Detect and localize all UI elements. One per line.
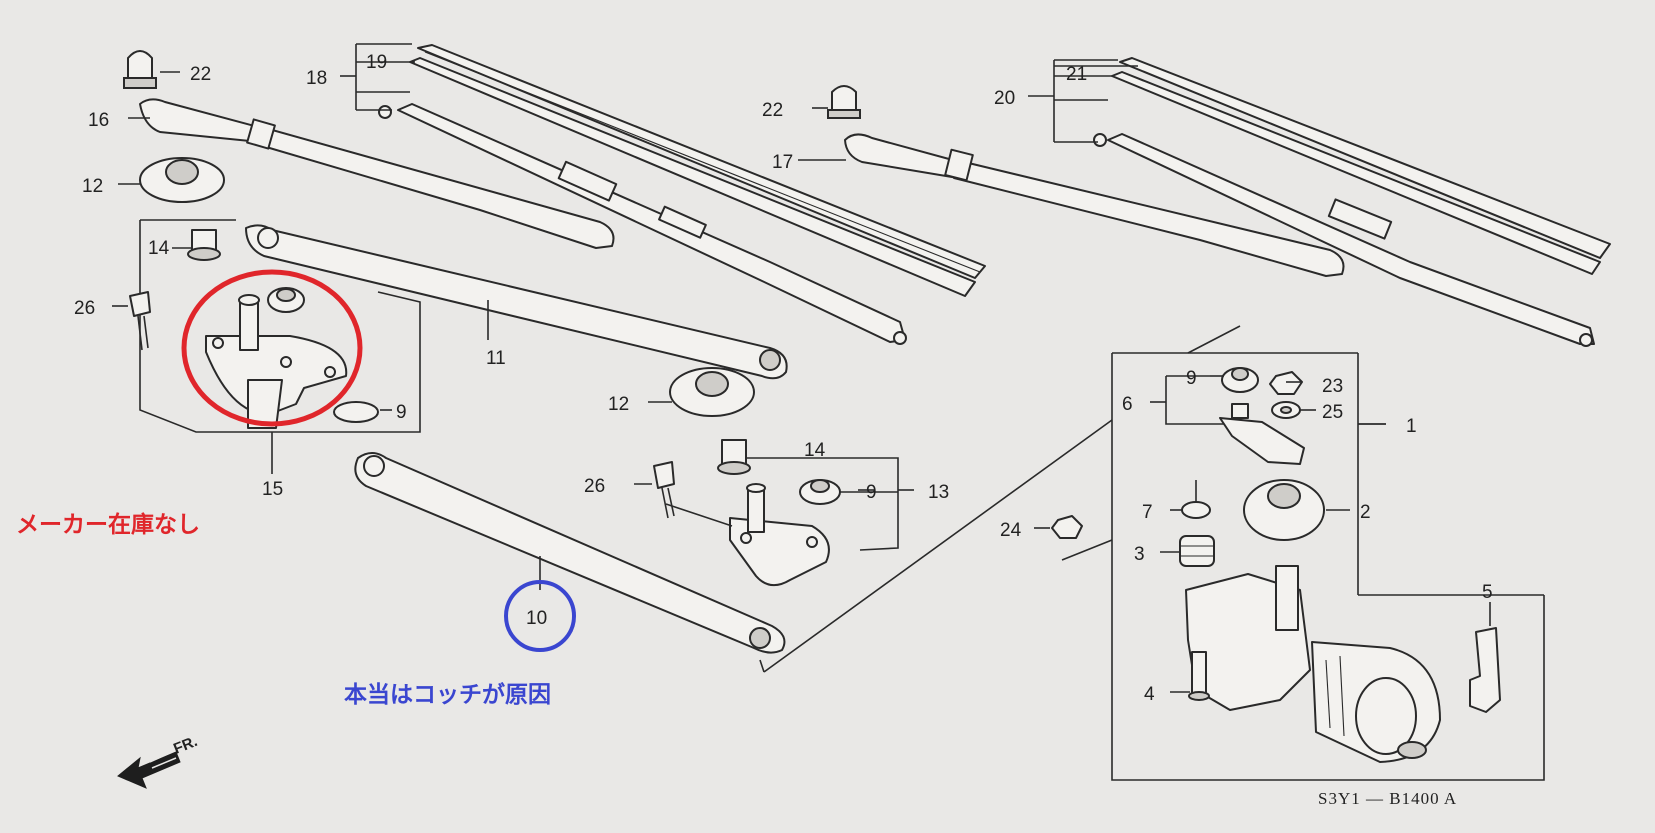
boot-2 — [1243, 479, 1350, 541]
left-wiper-blade — [378, 44, 986, 345]
part-number-1: 1 — [1406, 416, 1417, 437]
cap-22-right — [812, 85, 861, 119]
front-direction-label: FR. — [171, 733, 200, 758]
part-number-26: 26 — [74, 298, 95, 319]
part-number-9: 9 — [866, 482, 877, 503]
part-number-12: 12 — [608, 394, 629, 415]
part-number-19: 19 — [366, 52, 387, 73]
right-wiper-blade — [1093, 57, 1611, 347]
part-number-22: 22 — [762, 100, 783, 121]
bushing-14-mid — [717, 439, 751, 475]
clip-5 — [1469, 602, 1501, 713]
bushing-14-left — [172, 229, 221, 261]
pivot-assembly-15 — [139, 219, 421, 474]
grommet-9-right — [1221, 367, 1259, 393]
nut-23 — [1269, 371, 1303, 395]
part-number-7: 7 — [1142, 502, 1153, 523]
link-rod-11 — [245, 224, 788, 380]
wiper-motor — [1185, 565, 1441, 763]
part-number-10: 10 — [526, 608, 547, 629]
part-number-20: 20 — [994, 88, 1015, 109]
pivot-cap-12-left — [118, 157, 225, 203]
actual-cause-note: 本当はコッチが原因 — [344, 681, 551, 708]
left-wiper-arm — [139, 98, 615, 249]
part-number-13: 13 — [928, 482, 949, 503]
grommet-9-left-a — [267, 287, 305, 313]
part-number-15: 15 — [262, 479, 283, 500]
red-annotation-circle — [181, 269, 363, 427]
bracket-6 — [1150, 375, 1305, 465]
motor-assembly-1 — [759, 325, 1545, 781]
grommet-9-left-b — [333, 401, 392, 423]
part-number-5: 5 — [1482, 582, 1493, 603]
bolt-26-mid — [634, 461, 733, 527]
part-number-18: 18 — [306, 68, 327, 89]
part-number-6: 6 — [1122, 394, 1133, 415]
bolt-26-left — [112, 291, 151, 351]
washer-25 — [1271, 401, 1301, 419]
part-number-25: 25 — [1322, 402, 1343, 423]
grommet-9-mid — [799, 479, 841, 505]
pivot-assembly-13 — [729, 457, 914, 587]
part-number-11: 11 — [486, 348, 506, 369]
link-rod-10 — [354, 452, 786, 654]
nut-24 — [1034, 515, 1083, 539]
part-number-14: 14 — [804, 440, 826, 461]
part-number-12: 12 — [82, 176, 103, 197]
part-number-3: 3 — [1134, 544, 1145, 565]
diagram-code: S3Y1 — B1400 A — [1318, 789, 1457, 808]
front-direction-arrow-icon: FR. — [117, 733, 200, 789]
part-number-23: 23 — [1322, 376, 1343, 397]
callout-leaders — [128, 65, 1386, 491]
washer-7 — [1170, 480, 1211, 519]
part-number-2: 2 — [1360, 502, 1371, 523]
right-wiper-arm — [844, 133, 1345, 277]
part-number-17: 17 — [772, 152, 793, 173]
callout-18-19 — [340, 43, 415, 111]
out-of-stock-note: メーカー在庫なし — [16, 511, 200, 538]
part-number-24: 24 — [1000, 520, 1022, 541]
part-number-4: 4 — [1144, 684, 1155, 705]
cap-22-left — [123, 50, 180, 89]
bolt-4 — [1170, 651, 1210, 701]
bushing-3 — [1160, 535, 1215, 567]
part-number-14: 14 — [148, 238, 170, 259]
part-number-22: 22 — [190, 64, 211, 85]
pivot-cap-12-mid — [648, 367, 755, 417]
part-number-9: 9 — [1186, 368, 1197, 389]
part-number-9: 9 — [396, 402, 407, 423]
part-number-16: 16 — [88, 110, 109, 131]
part-number-labels: 22 16 12 14 26 9 15 18 19 11 22 17 20 21… — [74, 52, 1493, 705]
callout-20-21 — [1053, 59, 1118, 143]
part-number-21: 21 — [1066, 64, 1087, 85]
blue-annotation-circle — [504, 580, 576, 652]
part-number-26: 26 — [584, 476, 605, 497]
